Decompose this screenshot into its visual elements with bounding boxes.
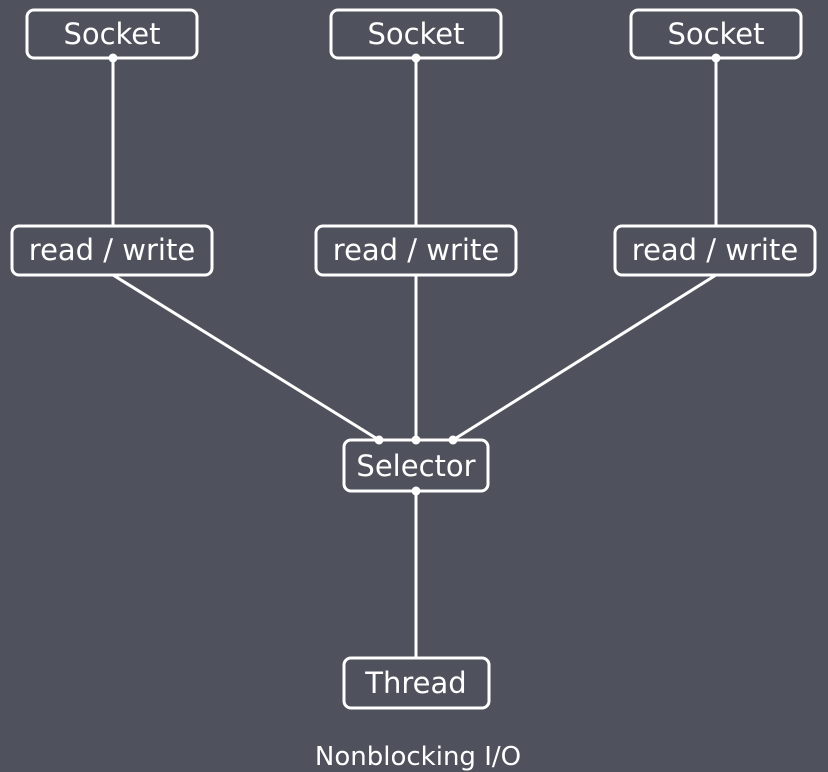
edge-rw-1-to-selector xyxy=(112,273,380,442)
read-write-node-1: read / write xyxy=(10,224,214,277)
socket-node-1-label: Socket xyxy=(63,17,160,51)
read-write-node-3-label: read / write xyxy=(632,233,798,267)
read-write-node-2: read / write xyxy=(314,224,518,277)
socket-node-3: Socket xyxy=(629,8,803,60)
socket-node-3-label: Socket xyxy=(667,17,764,51)
selector-node: Selector xyxy=(342,438,490,493)
thread-node: Thread xyxy=(342,656,491,710)
socket-node-2-label: Socket xyxy=(367,17,464,51)
socket-node-2: Socket xyxy=(329,8,503,60)
edge-rw-3-to-selector xyxy=(452,273,717,442)
diagram-caption: Nonblocking I/O xyxy=(315,742,521,772)
read-write-node-1-label: read / write xyxy=(29,233,195,267)
read-write-node-3: read / write xyxy=(613,224,817,277)
thread-node-label: Thread xyxy=(364,666,466,700)
read-write-node-2-label: read / write xyxy=(333,233,499,267)
socket-node-1: Socket xyxy=(25,8,199,60)
selector-node-label: Selector xyxy=(356,449,475,483)
